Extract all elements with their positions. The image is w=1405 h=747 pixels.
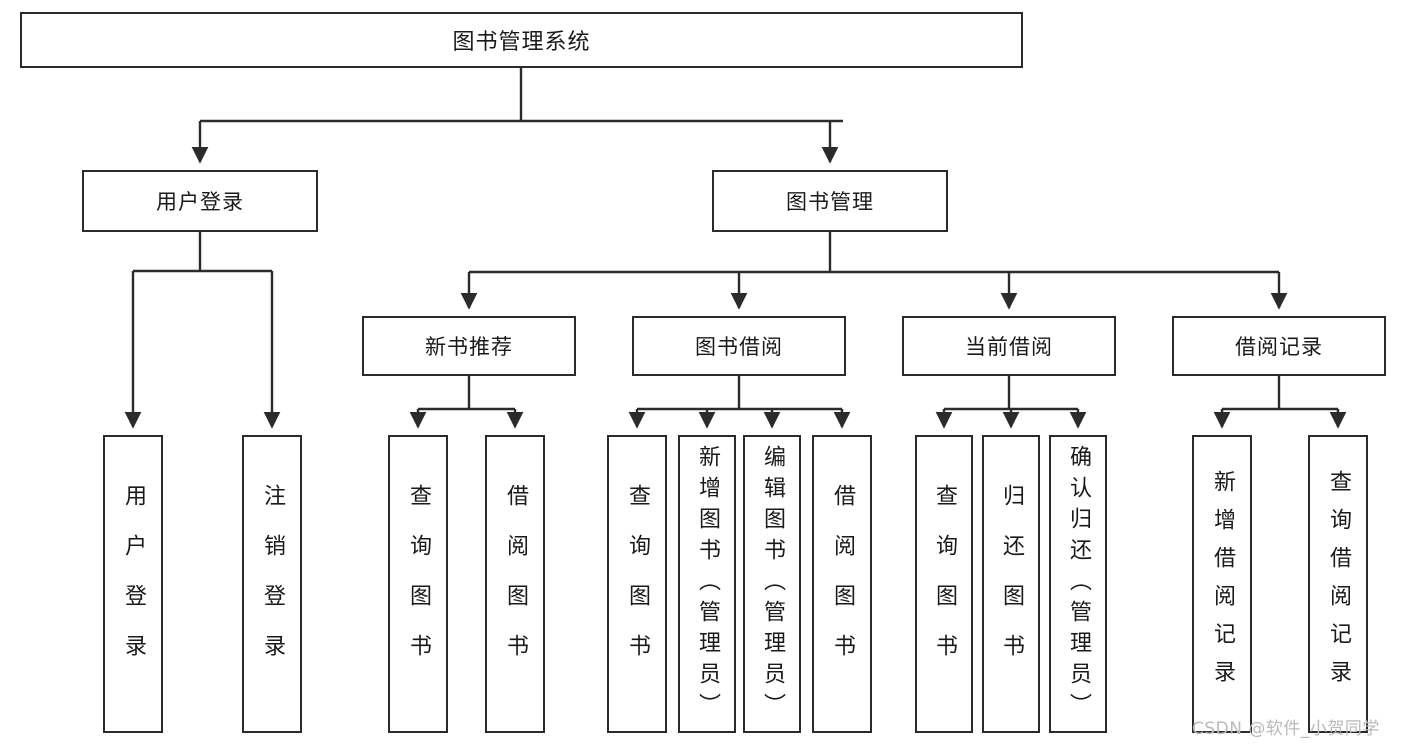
node-leaf-borrow-books[interactable]: 借阅图书 xyxy=(812,435,872,733)
node-leaf-return-books[interactable]: 归还图书 xyxy=(982,435,1040,733)
node-level3-borrow-record[interactable]: 借阅记录 xyxy=(1172,316,1386,376)
node-leaf-query-books-current[interactable]: 查询图书 xyxy=(915,435,973,733)
node-level3-new-book-recommend[interactable]: 新书推荐 xyxy=(362,316,576,376)
node-leaf-add-book-admin[interactable]: 新增图书（管理员） xyxy=(678,435,736,733)
node-leaf-edit-book-admin[interactable]: 编辑图书（管理员） xyxy=(743,435,801,733)
node-level3-current-borrow[interactable]: 当前借阅 xyxy=(902,316,1116,376)
node-leaf-query-books-recommend[interactable]: 查询图书 xyxy=(388,435,448,733)
node-leaf-logout[interactable]: 注销登录 xyxy=(242,435,302,733)
node-root[interactable]: 图书管理系统 xyxy=(20,12,1023,68)
node-leaf-confirm-return-admin[interactable]: 确认归还（管理员） xyxy=(1049,435,1107,733)
node-level2-book-management[interactable]: 图书管理 xyxy=(712,170,948,232)
node-leaf-borrow-books-recommend[interactable]: 借阅图书 xyxy=(485,435,545,733)
node-leaf-query-borrow-record[interactable]: 查询借阅记录 xyxy=(1308,435,1368,733)
node-leaf-query-books-borrow[interactable]: 查询图书 xyxy=(607,435,667,733)
node-leaf-add-borrow-record[interactable]: 新增借阅记录 xyxy=(1192,435,1252,733)
node-level3-book-borrow[interactable]: 图书借阅 xyxy=(632,316,846,376)
node-leaf-user-login[interactable]: 用户登录 xyxy=(103,435,163,733)
node-level2-user-login[interactable]: 用户登录 xyxy=(82,170,318,232)
